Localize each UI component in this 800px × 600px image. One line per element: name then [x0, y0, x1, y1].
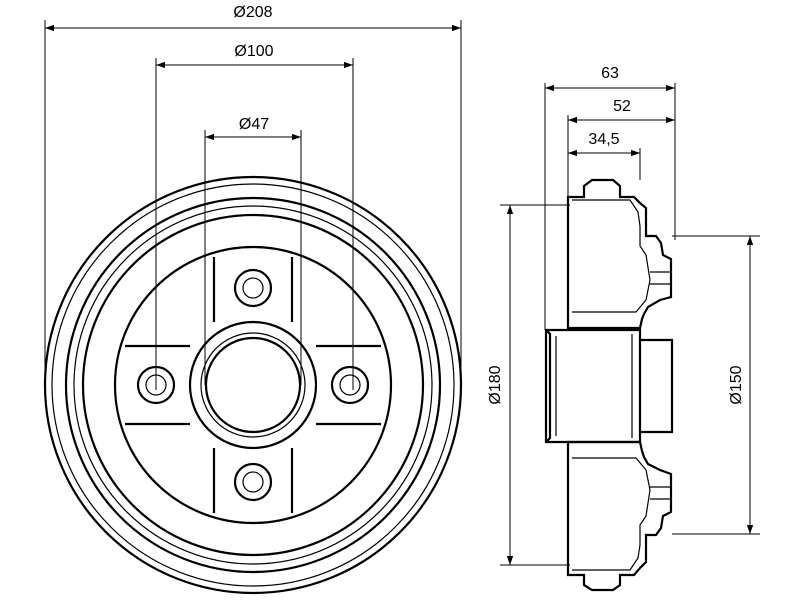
outer-diameter-label: Ø208: [233, 4, 272, 21]
dimension-center-bore: [204, 130, 302, 385]
dimension-flange: [672, 235, 760, 535]
hub-outer-ring: [188, 320, 318, 450]
hub-mid-ring: [200, 332, 306, 438]
bolt-hole-right: [330, 365, 370, 405]
bolt-hole-top: [233, 268, 273, 308]
bolt-hole-bottom: [233, 462, 273, 502]
bolt-circle-label: Ø100: [234, 43, 273, 60]
section-view: 63 52 34,5 Ø180 Ø150: [487, 65, 760, 592]
drum-face-edge: [113, 245, 393, 525]
flange-diameter-label: Ø150: [728, 365, 745, 404]
section-lower-profile: [566, 440, 673, 592]
section-hub: [544, 328, 642, 444]
overall-height-label: 63: [601, 65, 619, 82]
hub-ribs: [125, 257, 381, 513]
drum-depth-label: 52: [613, 98, 631, 115]
dimension-braking-surface: [500, 204, 570, 566]
section-upper-inner-contour: [572, 199, 651, 313]
center-bore-label: Ø47: [239, 116, 269, 133]
drum-inner-edge: [81, 213, 425, 557]
outer-rim: [43, 175, 463, 595]
dimension-outer-diameter: [44, 20, 462, 385]
rim-edge-3: [73, 205, 433, 565]
section-lower-inner-contour: [572, 457, 651, 571]
section-upper-profile: [566, 178, 673, 330]
braking-surface-label: Ø180: [487, 365, 504, 404]
rim-edge-2: [64, 196, 442, 574]
outer-rim-inner-edge: [51, 183, 455, 587]
center-bore: [204, 336, 302, 434]
front-view: Ø208 Ø100 Ø47: [43, 4, 463, 595]
hub-offset-label: 34,5: [588, 131, 619, 148]
dimension-bolt-circle: [155, 58, 354, 390]
